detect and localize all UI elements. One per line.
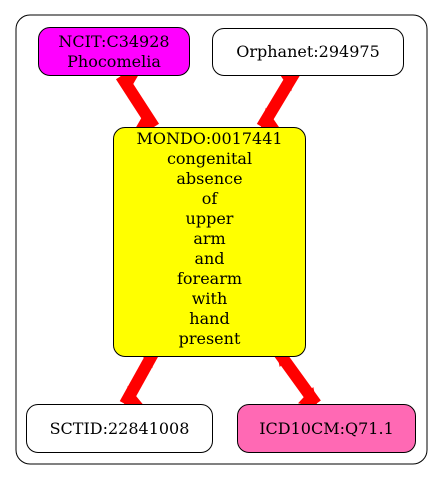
node-mondo-line: upper	[185, 209, 234, 228]
node-orphanet-id: Orphanet:294975	[236, 42, 380, 61]
node-mondo-line: absence	[176, 169, 243, 188]
node-mondo-line: and	[194, 249, 225, 268]
node-ncit-label: Phocomelia	[67, 51, 161, 71]
node-mondo-line: hand	[189, 309, 230, 328]
node-icd10cm[interactable]: ICD10CM:Q71.1	[237, 404, 416, 453]
node-mondo-line: congenital	[166, 149, 253, 168]
node-mondo-line: forearm	[176, 269, 243, 288]
node-mondo-line: with	[191, 289, 228, 308]
node-mondo-line: of	[201, 189, 218, 208]
node-sctid-id: SCTID:22841008	[49, 418, 190, 438]
node-sctid[interactable]: SCTID:22841008	[26, 404, 213, 453]
node-mondo-id: MONDO:0017441	[136, 129, 283, 148]
node-orphanet[interactable]: Orphanet:294975	[212, 28, 404, 76]
node-mondo[interactable]: MONDO:0017441 congenital absence of uppe…	[113, 127, 306, 357]
node-mondo-line: present	[178, 329, 241, 348]
node-ncit-id: NCIT:C34928	[58, 31, 170, 51]
node-mondo-line: arm	[193, 229, 226, 248]
node-ncit-phocomelia[interactable]: NCIT:C34928 Phocomelia	[38, 27, 190, 76]
node-icd-id: ICD10CM:Q71.1	[259, 418, 394, 438]
